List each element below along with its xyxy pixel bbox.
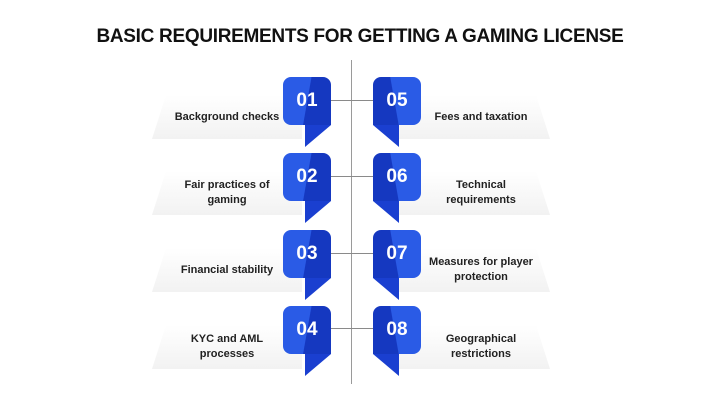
requirement-label: Background checks	[174, 110, 280, 123]
requirement-label: KYC and AML processes	[190, 333, 264, 360]
number-badge-07: 07	[373, 230, 421, 304]
connector-line	[330, 328, 375, 329]
requirement-label: Fees and taxation	[434, 110, 528, 123]
number-badge-01: 01	[283, 77, 331, 151]
requirement-card-02: Fair practices of gaming	[152, 171, 302, 215]
connector-line	[330, 100, 375, 101]
requirement-card-03: Financial stability	[152, 248, 302, 292]
requirement-card-04: KYC and AML processes	[152, 325, 302, 369]
requirement-label: Technical requirements	[446, 179, 516, 206]
number-badge-05: 05	[373, 77, 421, 151]
number-badge-02: 02	[283, 153, 331, 227]
requirement-label: Measures for player protection	[429, 256, 533, 283]
requirement-label: Financial stability	[180, 263, 274, 276]
number-badge-08: 08	[373, 306, 421, 380]
requirement-card-07: Measures for player protection	[398, 248, 550, 292]
page-title: BASIC REQUIREMENTS FOR GETTING A GAMING …	[96, 26, 624, 47]
requirement-label: Fair practices of gaming	[184, 179, 270, 206]
number-badge-06: 06	[373, 153, 421, 227]
requirement-card-06: Technical requirements	[398, 171, 550, 215]
connector-line	[330, 176, 375, 177]
requirement-card-01: Background checks	[152, 95, 302, 139]
center-divider	[351, 60, 352, 384]
number-badge-04: 04	[283, 306, 331, 380]
connector-line	[330, 253, 375, 254]
requirement-label: Geographical restrictions	[445, 333, 517, 360]
number-badge-03: 03	[283, 230, 331, 304]
requirement-card-05: Fees and taxation	[398, 95, 550, 139]
requirement-card-08: Geographical restrictions	[398, 325, 550, 369]
